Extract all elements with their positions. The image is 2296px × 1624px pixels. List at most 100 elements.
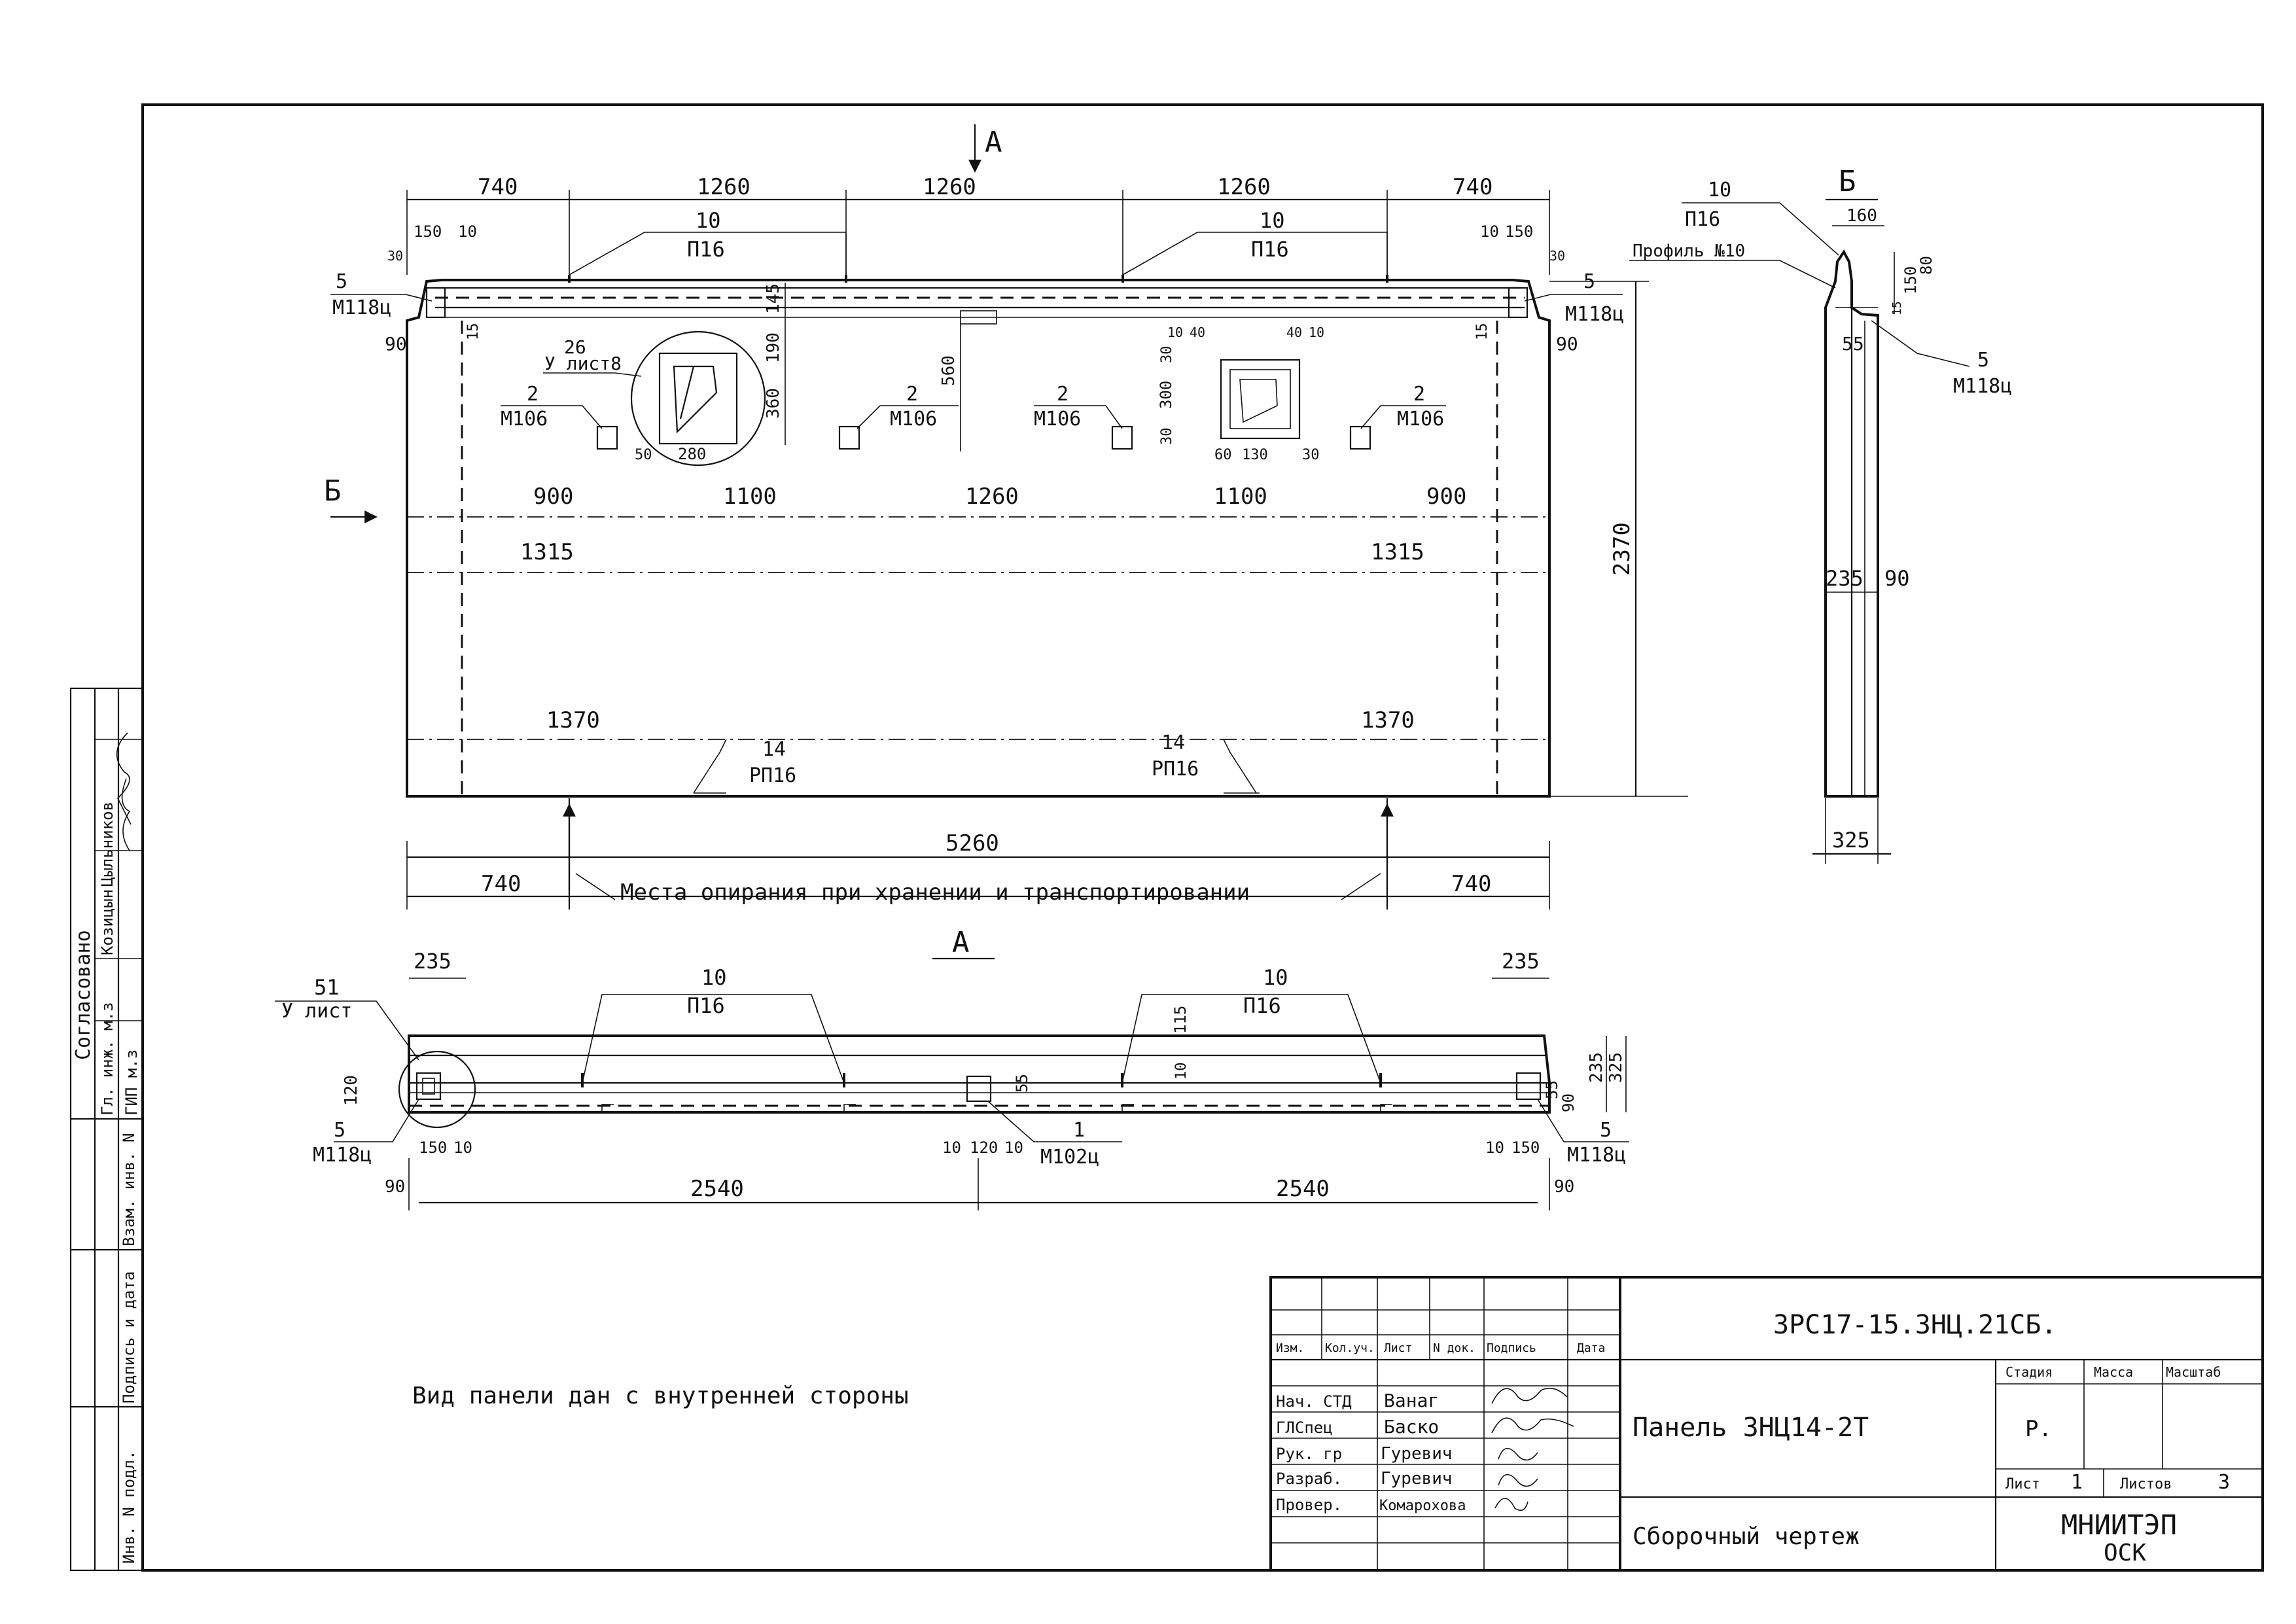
dim-support-left: 740 bbox=[481, 871, 521, 897]
plan-dim-115: 115 bbox=[1171, 1006, 1190, 1034]
plan-callout-num-3: 10 bbox=[1263, 965, 1288, 990]
side-dim-15: 15 bbox=[1890, 301, 1904, 315]
tb-sheet-value: 1 bbox=[2071, 1471, 2083, 1494]
plan-dim-10-mid: 10 bbox=[1173, 1063, 1190, 1080]
plan-callouts: 51 У лист 10 П16 10 П16 5 М118ц 1 М102ц … bbox=[275, 965, 1629, 1169]
tb-org-sub: ОСК bbox=[2104, 1540, 2146, 1566]
dim-small-right-2: 150 bbox=[1505, 222, 1533, 241]
agreed-label: Согласовано bbox=[72, 930, 95, 1060]
dim-upper-3: 1260 bbox=[965, 484, 1019, 510]
plan-callout-num-2: 10 bbox=[701, 965, 727, 990]
plan-dim-b-120-mid: 120 bbox=[970, 1139, 998, 1157]
field-sign-date: Подпись и дата bbox=[120, 1271, 138, 1403]
front-view: А 740 1260 1260 1260 740 150 10 30 10 15… bbox=[324, 124, 1688, 909]
stamp-name-1: Козицын bbox=[98, 889, 116, 955]
callout-mark-10: РП16 bbox=[749, 764, 796, 787]
tb-person-4: Гуревич bbox=[1381, 1469, 1453, 1489]
tb-header-5: Подпись bbox=[1487, 1341, 1536, 1355]
tb-person-1: Ванаг bbox=[1384, 1390, 1439, 1411]
plan-callout-num-5: 1 bbox=[1073, 1119, 1085, 1142]
tb-header-1: Изм. bbox=[1276, 1341, 1304, 1355]
dim-support-right: 740 bbox=[1451, 871, 1491, 897]
section-a-title: А bbox=[952, 926, 970, 959]
callout-num-1: 10 bbox=[696, 208, 721, 233]
dim-top-1: 740 bbox=[478, 174, 518, 200]
support-note: Места опирания при хранении и транспорти… bbox=[620, 879, 1250, 906]
field-inv-original: Инв. N подл. bbox=[120, 1451, 138, 1564]
side-dim-90: 90 bbox=[1884, 566, 1910, 591]
dim-small-left-2: 10 bbox=[458, 222, 477, 241]
plan-half-left: 2540 bbox=[690, 1176, 744, 1202]
tb-org: МНИИТЭП bbox=[2061, 1509, 2177, 1541]
dim-win-12: 280 bbox=[678, 445, 706, 463]
plan-dim-235-right: 235 bbox=[1502, 949, 1540, 974]
plan-dim-55-mid: 55 bbox=[1013, 1074, 1031, 1093]
tb-header-4: N док. bbox=[1433, 1341, 1475, 1355]
signature-1 bbox=[1491, 1387, 1568, 1404]
callout-num-7: 2 bbox=[906, 383, 918, 406]
plan-dim-55-right: 55 bbox=[1543, 1080, 1561, 1099]
plan-callout-num-1: 51 bbox=[314, 975, 340, 1000]
dim-win-9: 130 bbox=[1242, 447, 1268, 463]
plan-dim-b-90-right: 90 bbox=[1554, 1177, 1574, 1197]
tb-scale-label: Масштаб bbox=[2166, 1364, 2221, 1380]
plan-callout-mark-4: М118ц bbox=[313, 1144, 372, 1167]
dim-win-11: 50 bbox=[635, 447, 652, 463]
dim-edge-15-right: 15 bbox=[1474, 323, 1491, 341]
dim-bottom-1: 1370 bbox=[546, 707, 600, 733]
plan-dim-b-10-left: 10 bbox=[453, 1139, 472, 1157]
section-a-marker: А bbox=[985, 126, 1002, 159]
plan-dim-b-10-mid-2: 10 bbox=[1004, 1139, 1023, 1157]
dim-win-8: 60 bbox=[1214, 447, 1232, 463]
signature-stamp-2 bbox=[121, 778, 131, 851]
dim-top-2: 1260 bbox=[697, 174, 751, 200]
stamp-name-2: Цыльников bbox=[98, 802, 116, 887]
side-dim-55: 55 bbox=[1842, 333, 1864, 355]
panel-view-note: Вид панели дан с внутренней стороны bbox=[412, 1383, 909, 1409]
side-dim-325: 325 bbox=[1832, 828, 1870, 853]
left-stamp: Согласовано Гл. инж. м.з ГИП м.з Козицын… bbox=[69, 687, 144, 1572]
dim-145: 145 bbox=[764, 283, 783, 314]
dim-upper-5: 900 bbox=[1426, 484, 1466, 510]
plan-callout-num-4: 5 bbox=[334, 1119, 345, 1142]
side-callout2-mark: М118ц bbox=[1953, 375, 2012, 398]
dim-upper-2: 1100 bbox=[723, 484, 777, 510]
plan-dim-b-10-mid-1: 10 bbox=[942, 1139, 961, 1157]
stamp-row-2: ГИП м.з bbox=[122, 1050, 141, 1116]
plan-dim-325-side: 325 bbox=[1606, 1052, 1626, 1083]
callout-num-10: 14 bbox=[762, 738, 786, 761]
dim-360: 360 bbox=[764, 388, 783, 419]
signature-3 bbox=[1498, 1447, 1538, 1461]
callout-mark-1: П16 bbox=[687, 237, 725, 262]
plan-callout-mark-6: М118ц bbox=[1567, 1144, 1626, 1167]
dim-lower-1: 1315 bbox=[520, 539, 574, 565]
callout-num-6: 2 bbox=[527, 383, 539, 406]
dim-small-right-1: 10 bbox=[1480, 222, 1499, 241]
plan-dim-120: 120 bbox=[342, 1075, 361, 1106]
dim-win-7: 30 bbox=[1159, 428, 1175, 446]
tb-part-name: Панель ЗНЦ14-2Т bbox=[1633, 1413, 1869, 1443]
callout-mark-2: П16 bbox=[1251, 237, 1289, 262]
callout-mark-8: М106 bbox=[1034, 408, 1081, 431]
callout-num-3: 5 bbox=[336, 270, 347, 293]
tb-stage-value: Р. bbox=[2025, 1416, 2052, 1442]
plan-dim-90-right: 90 bbox=[1559, 1093, 1578, 1112]
dim-edge-left: 90 bbox=[385, 333, 407, 355]
callout-mark-11: РП16 bbox=[1152, 758, 1199, 781]
dim-560: 560 bbox=[939, 355, 959, 386]
profile-label: Профиль №10 bbox=[1633, 241, 1745, 261]
dim-upper-1: 900 bbox=[533, 484, 573, 510]
side-dim-80: 80 bbox=[1917, 256, 1935, 275]
dim-win-4: 10 bbox=[1309, 325, 1324, 340]
plan-dim-235-side: 235 bbox=[1587, 1052, 1606, 1083]
callout-num-11: 14 bbox=[1161, 732, 1185, 754]
dim-small-left-1: 150 bbox=[414, 222, 442, 241]
callout-mark-7: М106 bbox=[890, 408, 937, 431]
callout-mark-9: М106 bbox=[1397, 408, 1444, 431]
plan-dim-b-150-left: 150 bbox=[419, 1139, 447, 1157]
dim-win-10: 30 bbox=[1302, 447, 1320, 463]
dim-win-2: 40 bbox=[1190, 325, 1205, 340]
side-callout2-num: 5 bbox=[1977, 349, 1989, 372]
callout-mark-6: М106 bbox=[501, 408, 548, 431]
callout-num-4: 5 bbox=[1583, 270, 1595, 293]
